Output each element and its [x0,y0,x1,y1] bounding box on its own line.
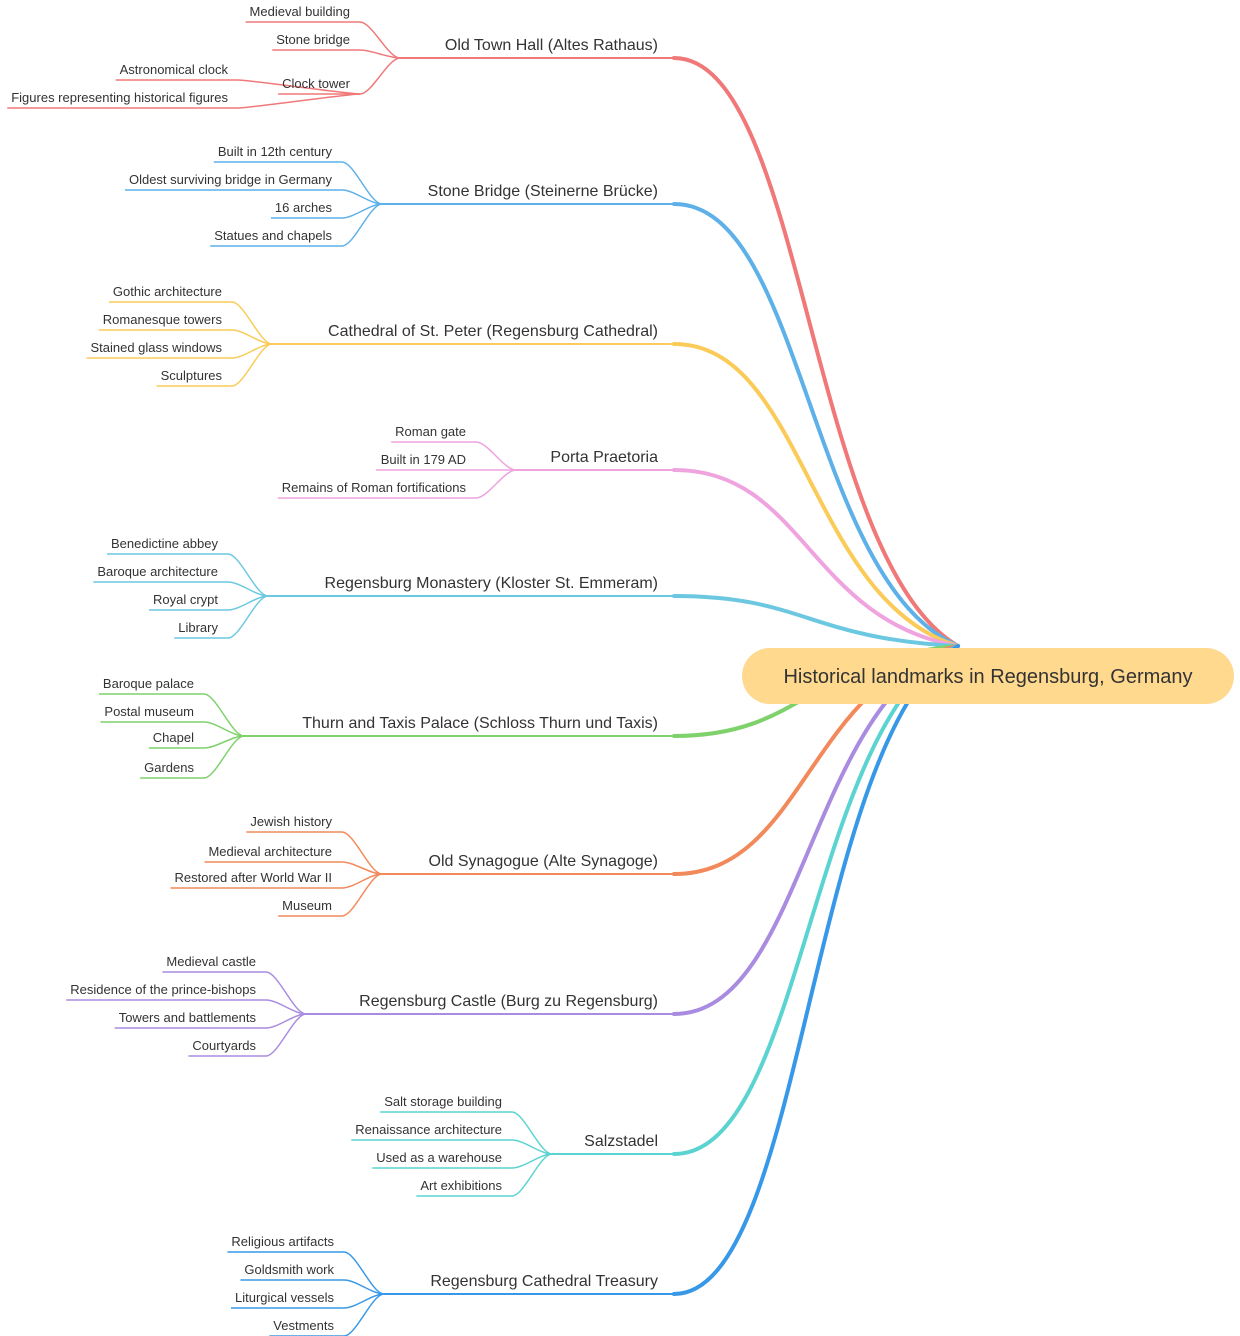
leaf-node-7-4[interactable]: Museum [282,898,332,913]
leaf-connector-7-4 [341,873,383,917]
leaf-node-3-2[interactable]: Romanesque towers [103,312,223,327]
branch-trunk-9 [672,644,960,1156]
leaf-connector-9-1 [511,1111,553,1155]
leaf-connector-8-1 [265,971,307,1015]
leaf-node-3-1[interactable]: Gothic architecture [113,284,222,299]
branch-node-10[interactable]: Regensburg Cathedral Treasury [430,1273,658,1290]
leaf-connector-10-1 [343,1251,385,1295]
leaf-connector-3-1 [231,301,273,345]
leaf-node-1-3[interactable]: Clock tower [282,76,351,91]
leaf-connector-8-4 [265,1013,307,1057]
leaf-connector-1-3 [359,57,401,95]
leaf-connector-9-4 [511,1153,553,1197]
leaf-node-6-4[interactable]: Gardens [144,760,194,775]
leaf-connector-4-1 [475,441,517,471]
leaf-connector-7-2 [341,861,383,875]
leaf-connector-6-4 [203,735,245,779]
leaf-node-2-4[interactable]: Statues and chapels [214,228,332,243]
leaf-node-1-2[interactable]: Stone bridge [276,32,350,47]
leaf-node-2-2[interactable]: Oldest surviving bridge in Germany [129,172,333,187]
leaf-connector-5-1 [227,553,269,597]
leaf-connector-5-4 [227,595,269,639]
leaf-node-6-2[interactable]: Postal museum [104,704,194,719]
branch-node-9[interactable]: Salzstadel [584,1133,658,1150]
subleaf-connector-1-3-1 [237,79,361,95]
leaf-node-1-1[interactable]: Medieval building [250,4,350,19]
leaf-node-10-4[interactable]: Vestments [273,1318,334,1333]
branch-node-4[interactable]: Porta Praetoria [550,449,658,466]
branch-trunk-5 [672,594,960,648]
branch-trunk-3 [672,342,960,648]
branch-node-5[interactable]: Regensburg Monastery (Kloster St. Emmera… [325,575,658,592]
leaf-node-4-1[interactable]: Roman gate [395,424,466,439]
leaf-node-10-1[interactable]: Religious artifacts [231,1234,334,1249]
leaf-node-6-1[interactable]: Baroque palace [103,676,194,691]
leaf-node-2-1[interactable]: Built in 12th century [218,144,333,159]
leaf-connector-3-4 [231,343,273,387]
leaf-node-4-2[interactable]: Built in 179 AD [381,452,466,467]
branch-node-7[interactable]: Old Synagogue (Alte Synagoge) [429,853,658,870]
leaf-node-8-1[interactable]: Medieval castle [166,954,256,969]
leaf-node-9-4[interactable]: Art exhibitions [420,1178,502,1193]
leaf-node-8-3[interactable]: Towers and battlements [119,1010,257,1025]
leaf-connector-10-4 [343,1293,385,1336]
leaf-connector-2-1 [341,161,383,205]
branch-trunk-2 [672,202,960,648]
leaf-connector-1-1 [359,21,401,59]
leaf-connector-1-2 [359,49,401,59]
branch-trunk-4 [672,468,960,648]
leaf-node-10-2[interactable]: Goldsmith work [244,1262,334,1277]
leaf-node-5-4[interactable]: Library [178,620,218,635]
branch-trunk-10 [672,644,960,1296]
leaf-node-7-1[interactable]: Jewish history [250,814,332,829]
leaf-node-5-1[interactable]: Benedictine abbey [111,536,218,551]
branch-node-6[interactable]: Thurn and Taxis Palace (Schloss Thurn un… [302,715,658,732]
leaf-node-9-1[interactable]: Salt storage building [384,1094,502,1109]
leaf-node-5-3[interactable]: Royal crypt [153,592,218,607]
root-label: Historical landmarks in Regensburg, Germ… [783,666,1192,688]
leaf-connector-6-1 [203,693,245,737]
leaf-node-5-2[interactable]: Baroque architecture [97,564,218,579]
leaf-node-7-3[interactable]: Restored after World War II [175,870,333,885]
branch-node-3[interactable]: Cathedral of St. Peter (Regensburg Cathe… [328,323,658,340]
nodes-layer: Old Town Hall (Altes Rathaus) Medieval bu… [11,4,1234,1333]
leaf-connector-7-1 [341,831,383,875]
branch-node-1[interactable]: Old Town Hall (Altes Rathaus) [445,37,658,54]
leaf-node-8-2[interactable]: Residence of the prince-bishops [70,982,256,997]
leaf-node-2-3[interactable]: 16 arches [275,200,333,215]
subleaf-node-1-3-2[interactable]: Figures representing historical figures [11,90,228,105]
leaf-node-7-2[interactable]: Medieval architecture [208,844,332,859]
leaf-node-10-3[interactable]: Liturgical vessels [235,1290,334,1305]
branch-node-8[interactable]: Regensburg Castle (Burg zu Regensburg) [359,993,658,1010]
leaf-connector-6-3 [203,735,245,749]
branch-node-2[interactable]: Stone Bridge (Steinerne Brücke) [428,183,658,200]
leaf-node-8-4[interactable]: Courtyards [192,1038,256,1053]
subleaf-node-1-3-1[interactable]: Astronomical clock [120,62,229,77]
leaf-node-6-3[interactable]: Chapel [153,730,194,745]
subleaf-connector-1-3-2 [237,93,361,109]
root-node[interactable] [742,648,1234,704]
leaf-connector-4-3 [475,469,517,499]
branch-trunk-1 [672,56,960,648]
leaf-node-3-3[interactable]: Stained glass windows [90,340,222,355]
leaf-node-9-2[interactable]: Renaissance architecture [355,1122,502,1137]
leaf-node-4-3[interactable]: Remains of Roman fortifications [282,480,467,495]
leaf-node-3-4[interactable]: Sculptures [161,368,223,383]
leaf-node-9-3[interactable]: Used as a warehouse [376,1150,502,1165]
leaf-connector-2-4 [341,203,383,247]
